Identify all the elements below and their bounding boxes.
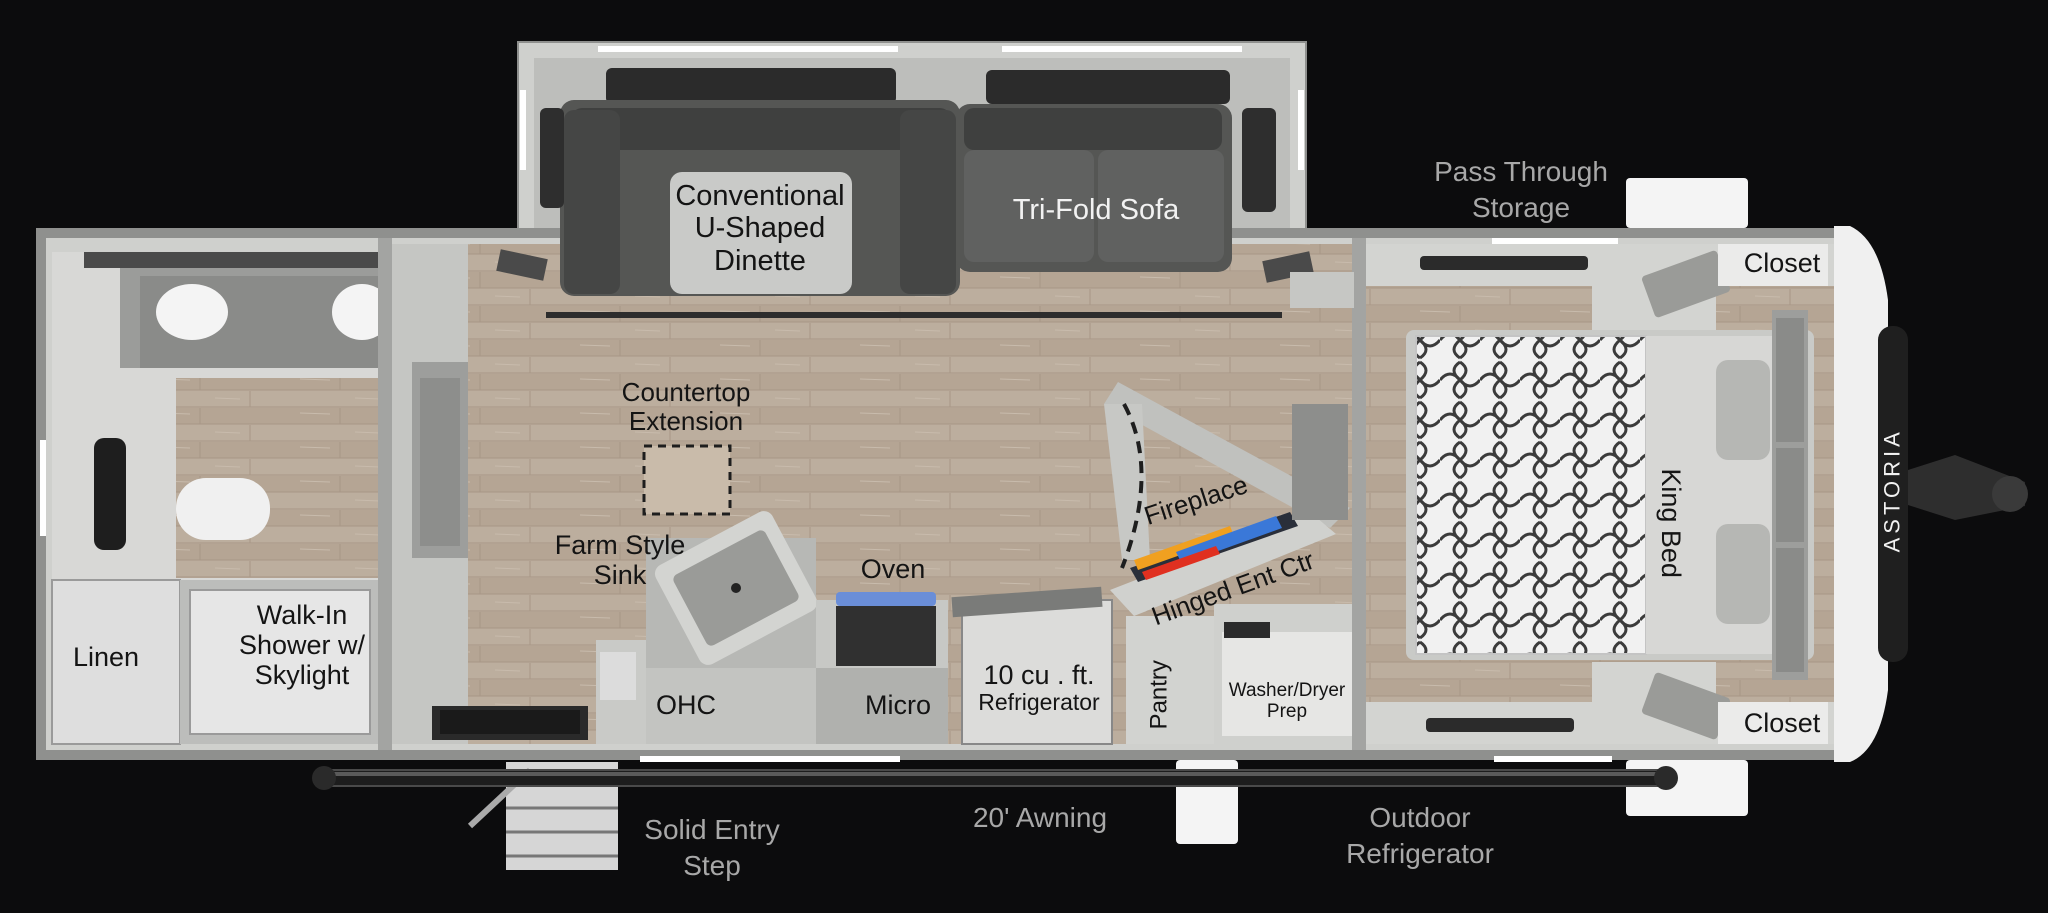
farm-sink-label: Farm Style Sink [554,530,686,591]
bed-quilt [1415,335,1647,655]
awning-label: 20' Awning [972,802,1108,833]
refrigerator-label: 10 cu . ft. Refrigerator [978,660,1100,716]
king-bed-label: King Bed [1656,468,1687,578]
solid-entry-step-label: Solid Entry Step [644,814,780,882]
countertop-extension-label: Countertop Extension [621,377,751,437]
shower-label: Walk-In Shower w/ Skylight [238,600,366,691]
ohc-label: OHC [656,690,716,720]
brand-logo: ASTORIA [1879,428,1905,553]
washer-dryer-label: Washer/Dryer Prep [1228,680,1346,723]
pass-through-storage-label: Pass Through Storage [1434,156,1608,224]
closet-top-label: Closet [1743,248,1821,278]
closet-bottom-label: Closet [1743,708,1821,738]
dinette-label: Conventional U-Shaped Dinette [675,180,845,277]
sofa-label: Tri-Fold Sofa [1012,194,1180,226]
dinette-table [670,172,852,294]
linen-label: Linen [72,642,140,672]
oven-label: Oven [860,554,926,584]
outdoor-refrigerator-label: Outdoor Refrigerator [1346,802,1494,870]
micro-label: Micro [865,690,931,720]
pantry-label: Pantry [1145,660,1173,730]
